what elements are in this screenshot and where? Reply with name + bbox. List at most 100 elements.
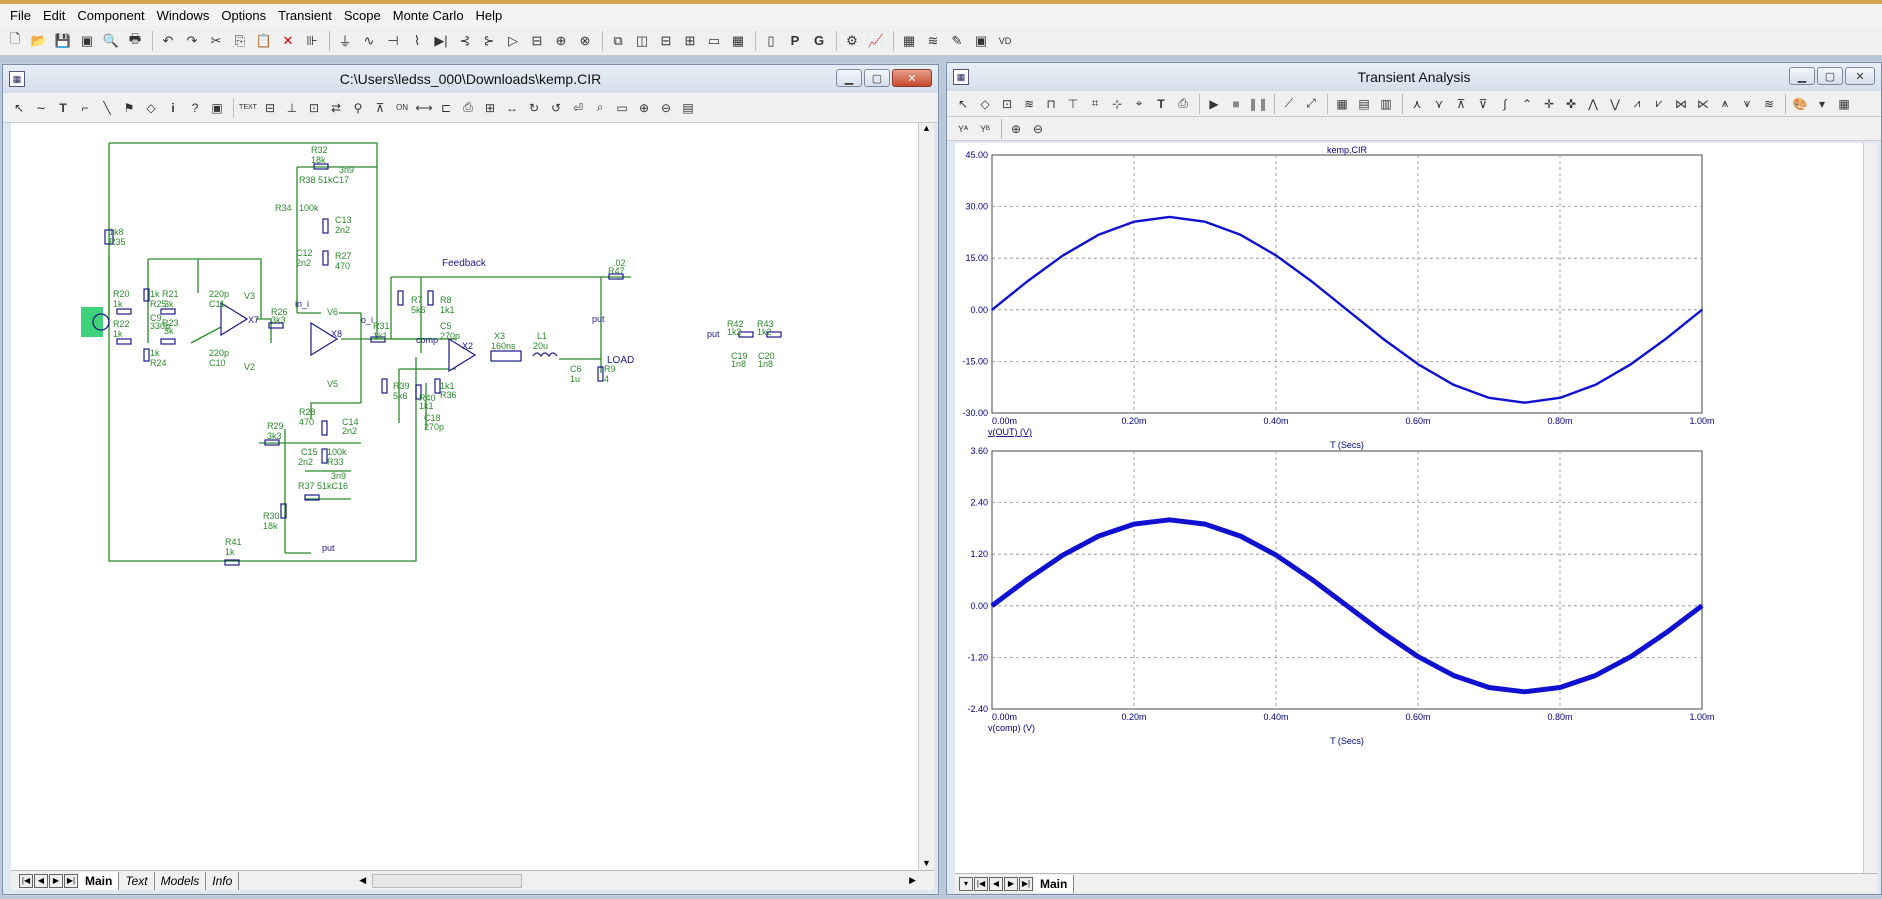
opamp-icon[interactable]: ▷ (508, 32, 518, 48)
rotate-ccw-icon[interactable]: ↺ (550, 100, 562, 115)
attribute-icon[interactable]: ⊟ (264, 100, 276, 115)
close-button[interactable]: ✕ (892, 69, 932, 87)
scale-icon[interactable]: ⊡ (1001, 96, 1013, 111)
minimize-button[interactable]: ▁ (1789, 67, 1815, 85)
info-icon[interactable]: i (171, 100, 175, 115)
menu-transient[interactable]: Transient (278, 7, 332, 23)
p-icon[interactable]: P (790, 33, 800, 48)
tab-main[interactable]: Main (1034, 874, 1075, 893)
transient-window-icon[interactable]: ▦ (953, 69, 969, 85)
cursor-mode2-icon[interactable]: ✜ (1565, 96, 1577, 111)
node-numbers-icon[interactable]: ⊡ (308, 100, 320, 115)
resistor-icon[interactable]: ∿ (363, 32, 375, 48)
last-tab-icon[interactable]: ▶| (1019, 876, 1033, 891)
stretch-icon[interactable]: ⟷ (415, 100, 433, 115)
prev-tab-icon[interactable]: ◀ (34, 873, 48, 888)
point-icon[interactable]: ⊹ (1111, 96, 1123, 111)
line-tool-icon[interactable]: ⟋ (1284, 96, 1294, 110)
power-icon[interactable]: ⊼ (375, 100, 385, 115)
next-high-icon[interactable]: ⋈ (1675, 96, 1687, 111)
open-folder-icon[interactable]: 📂 (30, 32, 48, 48)
ortho-wire-icon[interactable]: ⌐ (81, 100, 89, 115)
table-view-icon[interactable]: ▦ (1838, 96, 1850, 111)
menu-file[interactable]: File (10, 7, 31, 23)
monitor-icon[interactable]: ▭ (616, 100, 628, 115)
minimize-button[interactable]: ▁ (836, 69, 862, 87)
battery-icon[interactable]: ⊟ (531, 32, 543, 48)
waveform-icon[interactable]: ≋ (927, 32, 939, 48)
menu-monte-carlo[interactable]: Monte Carlo (392, 7, 464, 23)
cursor-icon[interactable]: ⊓ (1046, 96, 1056, 111)
diode-icon[interactable]: ▶| (434, 32, 448, 48)
fit-icon[interactable]: ⊞ (484, 100, 496, 115)
cut-icon[interactable]: ✂ (210, 32, 222, 48)
camera-icon[interactable]: ⎙ (1178, 96, 1188, 110)
on-icon[interactable]: ON (396, 103, 408, 112)
inflection-icon[interactable]: ∫ (1503, 96, 1507, 111)
prev-tab-icon[interactable]: ◀ (989, 876, 1003, 891)
flip-icon[interactable]: ⇄ (330, 100, 342, 115)
menu-options[interactable]: Options (221, 7, 267, 23)
line-icon[interactable]: ╲ (103, 100, 111, 115)
component-icon[interactable]: ⊪ (306, 32, 318, 48)
pin-icon[interactable]: ⊥ (286, 100, 298, 115)
wire-icon[interactable]: ∼ (35, 100, 47, 115)
source-icon[interactable]: ⊕ (555, 32, 567, 48)
text-toggle-icon[interactable]: TEXT (239, 104, 257, 111)
first-tab-icon[interactable]: |◀ (19, 873, 33, 888)
shapes-icon[interactable]: ◇ (146, 100, 156, 115)
g-icon[interactable]: G (813, 33, 825, 48)
print-icon[interactable]: 🖶 (128, 30, 142, 46)
stop-icon[interactable]: ■ (1232, 96, 1240, 111)
select-icon[interactable]: ↖ (957, 96, 969, 111)
table-icon[interactable]: ▥ (1380, 96, 1392, 111)
tile-vertical-icon[interactable]: ◫ (635, 32, 649, 48)
plot-vscrollbar[interactable] (1863, 143, 1877, 873)
window-split-icon[interactable]: ⊞ (684, 32, 696, 48)
redo-icon[interactable]: ↷ (186, 32, 198, 48)
run-icon[interactable]: ▶ (1209, 96, 1219, 111)
cursor-mode-icon[interactable]: ✛ (1543, 96, 1555, 111)
peak-icon[interactable]: ⋏ (1412, 96, 1422, 111)
menu-component[interactable]: Component (77, 7, 145, 23)
schematic-titlebar[interactable]: ▦ C:\Users\ledss_000\Downloads\kemp.CIR … (3, 65, 938, 93)
camera-icon[interactable]: ⎙ (463, 100, 473, 114)
tab-models[interactable]: Models (155, 871, 207, 890)
delete-icon[interactable]: ✕ (282, 32, 294, 48)
menu-windows[interactable]: Windows (156, 7, 210, 23)
print-preview-icon[interactable]: 🔍 (102, 32, 120, 48)
ground-icon[interactable]: ⏚ (338, 34, 352, 49)
mirror-icon[interactable]: ⊏ (440, 100, 452, 115)
tag-icon[interactable]: ⊤ (1067, 96, 1079, 111)
next-tab-icon[interactable]: ▶ (49, 873, 63, 888)
close-button[interactable]: ✕ (1845, 67, 1875, 85)
dropdown-icon[interactable]: ▾ (1818, 96, 1826, 111)
undo-icon[interactable]: ↶ (162, 32, 174, 48)
bottom-icon[interactable]: ⩚ (1721, 96, 1729, 110)
multi-icon[interactable]: ≋ (1763, 96, 1775, 111)
arrow-line-icon[interactable]: ⤢ (1306, 96, 1316, 110)
grid-icon[interactable]: ▦ (902, 32, 916, 48)
dropdown-tab-icon[interactable]: ▾ (959, 876, 973, 891)
last-tab-icon[interactable]: ▶| (64, 873, 78, 888)
zoom-in-icon[interactable]: ⊕ (638, 100, 650, 115)
tab-main[interactable]: Main (79, 871, 120, 890)
calculator-icon[interactable]: ▦ (731, 32, 745, 48)
probe-tool-icon[interactable]: ⚲ (353, 100, 363, 115)
waveform-icon[interactable]: ≋ (1023, 96, 1035, 111)
next-low-icon[interactable]: ⋉ (1697, 96, 1709, 111)
next-tab-icon[interactable]: ▶ (1004, 876, 1018, 891)
capacitor-icon[interactable]: ⊣ (387, 32, 399, 48)
global-high-icon[interactable]: ⌃ (1521, 96, 1533, 111)
save-icon[interactable]: 💾 (54, 32, 72, 48)
transient-titlebar[interactable]: ▦ Transient Analysis ▁ ▢ ✕ (947, 63, 1881, 91)
menu-scope[interactable]: Scope (343, 7, 381, 23)
grid-icon[interactable]: ▦ (1336, 96, 1348, 111)
slope2-icon[interactable]: ⋁ (1610, 96, 1620, 111)
palette-icon[interactable]: 🎨 (1792, 96, 1808, 111)
next-peak-icon[interactable]: ⩘ (1633, 96, 1641, 110)
high-icon[interactable]: ⊼ (1456, 96, 1466, 111)
label-icon[interactable]: ⌗ (1091, 96, 1099, 110)
vd-icon[interactable]: VD (998, 35, 1012, 46)
tile-horizontal-icon[interactable]: ⊟ (660, 32, 672, 48)
